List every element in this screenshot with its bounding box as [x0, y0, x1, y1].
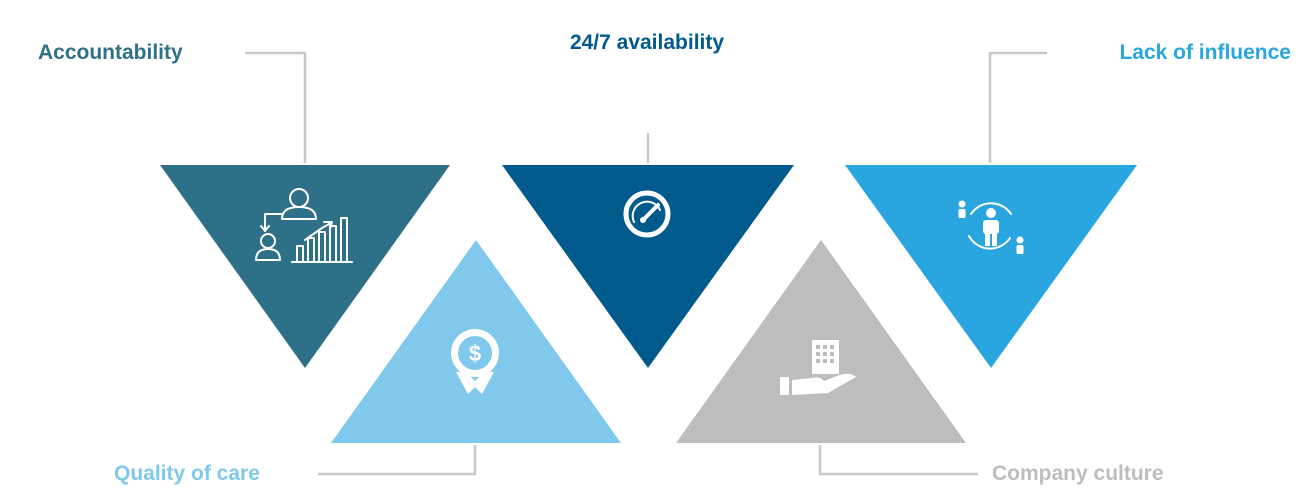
triangle-lack-of-influence — [845, 165, 1137, 368]
connector-accountability — [245, 51, 307, 163]
label-availability: 24/7 availability — [570, 31, 724, 54]
connector-company-culture — [818, 445, 978, 476]
label-accountability: Accountability — [38, 41, 183, 64]
svg-text:$: $ — [469, 341, 481, 366]
person-orbit-icon — [958, 200, 1024, 254]
building-hand-icon — [780, 340, 856, 395]
triangle-accountability — [160, 165, 450, 368]
label-company-culture: Company culture — [992, 462, 1164, 485]
connector-quality-of-care — [318, 445, 477, 476]
dollar-award-icon: $ — [451, 329, 499, 394]
triangle-availability — [502, 165, 794, 368]
org-chart-growth-icon — [255, 188, 353, 263]
label-quality-of-care: Quality of care — [114, 462, 260, 485]
connector-lack-of-influence — [988, 51, 1047, 163]
label-lack-of-influence: Lack of influence — [1119, 41, 1291, 64]
speedometer-icon — [623, 190, 671, 238]
